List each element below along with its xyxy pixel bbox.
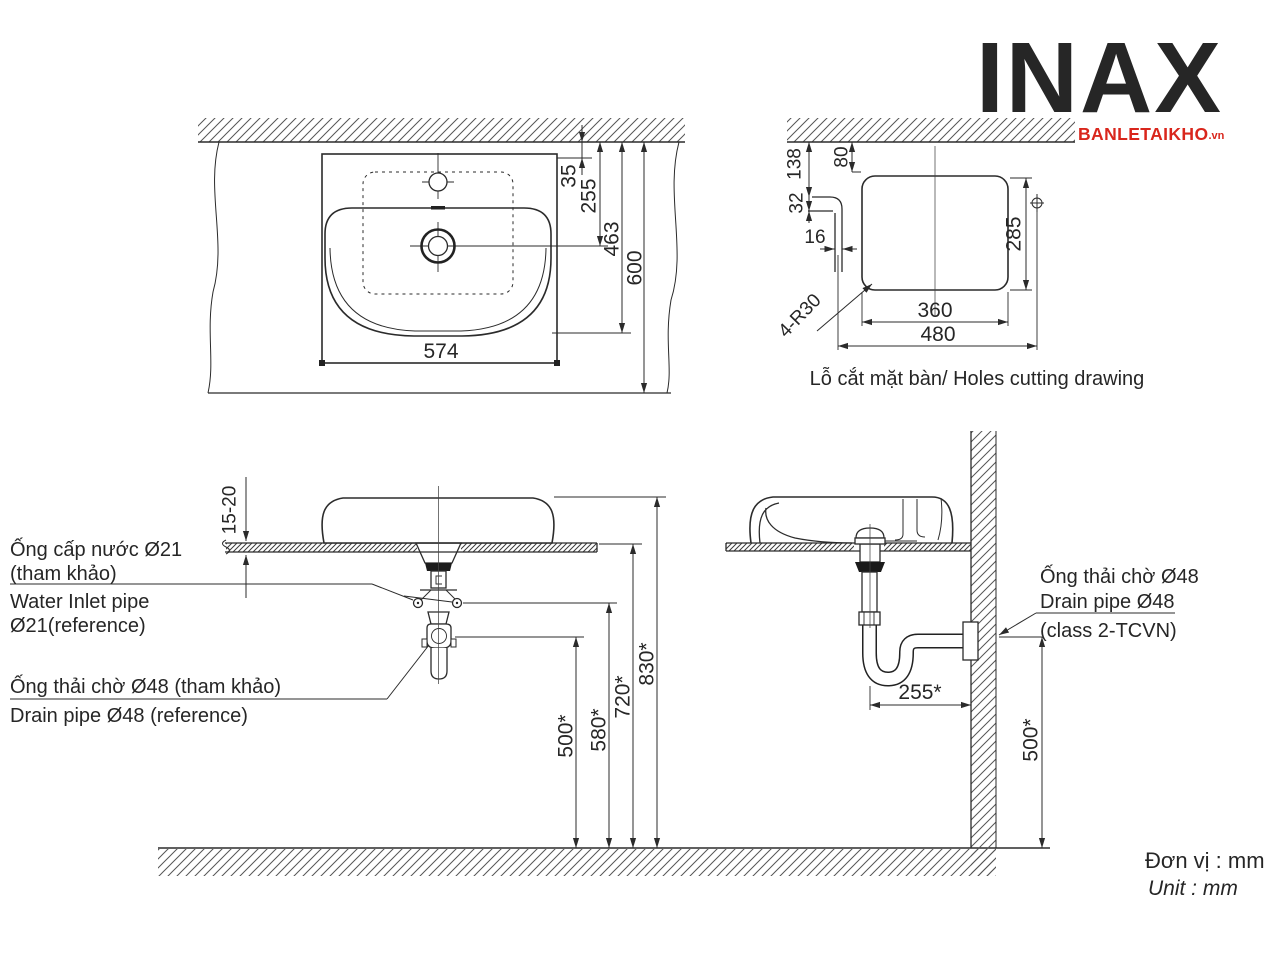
unit-en: Unit : mm <box>1148 877 1238 900</box>
front-dimensions: 15-20 500* 580* 720* 830* <box>220 477 666 848</box>
wall-hatch-top-left <box>198 118 685 142</box>
brand-block: INAX BANLETAIKHO.vn <box>976 22 1225 144</box>
unit-note: Đơn vị : mm Unit : mm <box>1145 848 1265 900</box>
label-side-drain-en: Drain pipe Ø48 <box>1040 591 1175 613</box>
front-leaders <box>10 583 453 700</box>
dim-138: 138 <box>785 148 806 180</box>
front-view: 15-20 500* 580* 720* 830* Ống cấp nước Ø… <box>10 477 666 848</box>
label-drain-vi: Ống thải chờ Ø48 (tham khảo) <box>10 674 281 698</box>
label-side-drain-vi: Ống thải chờ Ø48 <box>1040 564 1199 588</box>
basin-rim-top <box>324 207 552 337</box>
watermark-text: BANLETAIKHO <box>1078 124 1208 144</box>
dim-35: 35 <box>558 164 581 187</box>
dim-360: 360 <box>917 299 952 322</box>
dim-830: 830* <box>636 642 659 685</box>
drain-hole <box>410 222 608 272</box>
top-view: 35 255 463 600 574 <box>198 118 685 394</box>
wall-hatch-top-right <box>787 118 1075 142</box>
dim-32: 32 <box>787 192 808 213</box>
dim-463: 463 <box>601 221 624 256</box>
watermark: BANLETAIKHO.vn <box>1078 124 1225 144</box>
dim-574: 574 <box>423 340 458 363</box>
tap-hole-detail <box>808 171 861 272</box>
drain-trap-side <box>854 524 979 687</box>
dim-80: 80 <box>832 146 853 167</box>
dim-580: 580* <box>588 708 611 751</box>
dim-720: 720* <box>612 675 635 718</box>
dim-4r30: 4-R30 <box>774 290 825 342</box>
label-supply-vi: Ống cấp nước Ø21 <box>10 537 182 561</box>
counter-side <box>725 542 971 552</box>
label-drain-en: Drain pipe Ø48 (reference) <box>10 705 248 727</box>
datum-symbol <box>1030 194 1044 212</box>
label-supply-en2: Ø21(reference) <box>10 615 146 637</box>
cutout-view: 138 80 32 16 285 360 <box>774 118 1144 390</box>
watermark-suffix: .vn <box>1208 130 1224 142</box>
dim-16: 16 <box>804 227 825 248</box>
wall-flange <box>962 621 979 661</box>
side-dimensions: 255* 500* <box>869 612 1046 848</box>
dim-15-20: 15-20 <box>220 486 241 535</box>
overflow-mark <box>431 206 445 210</box>
label-supply-vi2: (tham khảo) <box>10 563 117 585</box>
front-labels: Ống cấp nước Ø21 (tham khảo) Water Inlet… <box>10 537 281 727</box>
dim-500-side: 500* <box>1020 718 1043 761</box>
unit-vi: Đơn vị : mm <box>1145 848 1265 873</box>
side-labels: Ống thải chờ Ø48 Drain pipe Ø48 (class 2… <box>1036 564 1199 642</box>
dim-255: 255 <box>578 178 601 213</box>
label-side-drain-class: (class 2-TCVN) <box>1040 620 1177 642</box>
faucet-hole <box>422 153 454 199</box>
label-supply-en: Water Inlet pipe <box>10 591 149 613</box>
inax-logo: INAX <box>976 22 1223 134</box>
dim-285: 285 <box>1003 216 1026 251</box>
dim-600: 600 <box>624 250 647 285</box>
dim-500-front: 500* <box>555 714 578 757</box>
side-view: 255* 500* Ống thải chờ Ø48 Drain pipe Ø4… <box>725 431 1199 876</box>
dim-255-side: 255* <box>898 681 941 704</box>
floor <box>158 847 1050 876</box>
sink-section-side <box>749 496 954 544</box>
cutout-caption: Lỗ cắt mặt bàn/ Holes cutting drawing <box>810 367 1145 390</box>
dim-480: 480 <box>920 323 955 346</box>
top-view-dimensions: 35 255 463 600 574 <box>319 125 648 393</box>
drain-assembly-front <box>412 486 463 684</box>
sink-profile-front <box>321 497 555 544</box>
